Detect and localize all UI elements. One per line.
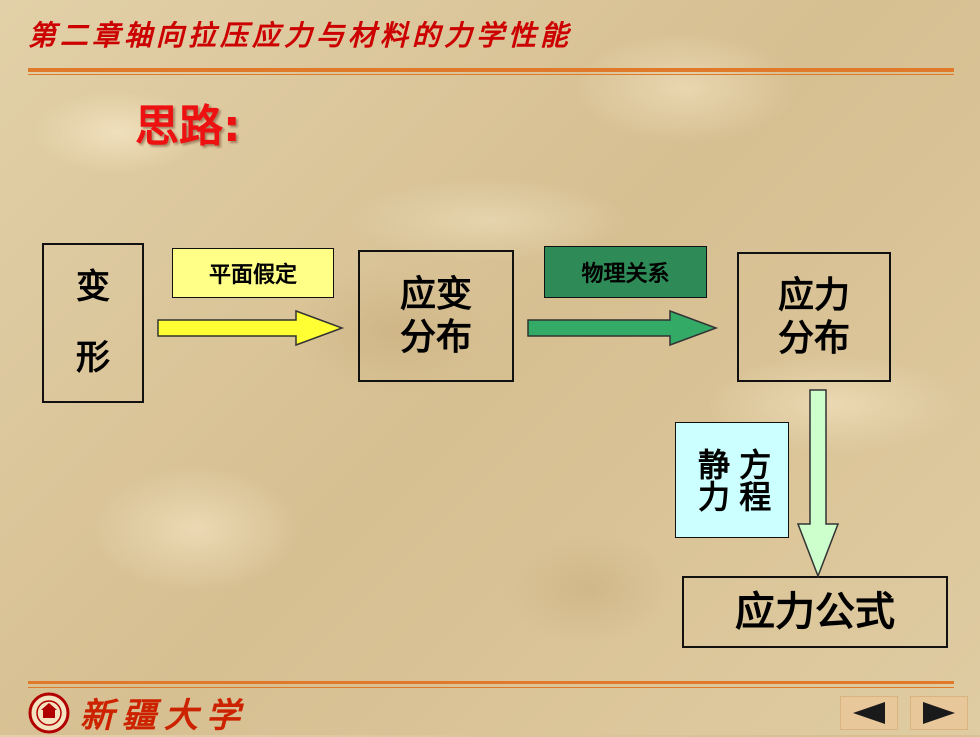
footer-logo: 新疆大学 [28, 688, 248, 737]
deformation-box: 变 形 [42, 243, 144, 403]
deformation-line1: 变 [76, 267, 110, 308]
header-rule [28, 68, 954, 72]
physical-relation-label: 物理关系 [544, 246, 707, 298]
deformation-line2: 形 [76, 338, 110, 378]
static-equation-label: 静力 方程 [675, 422, 789, 538]
arrow-plane-to-strain [157, 309, 345, 347]
university-name: 新疆大学 [80, 696, 248, 736]
triangle-left-icon [853, 702, 885, 724]
footer-rule-thin [28, 687, 954, 688]
stress-line1: 应力 [777, 274, 850, 316]
university-seal-icon [28, 692, 70, 733]
stress-distribution-box: 应力 分布 [737, 252, 891, 382]
header-rule-thin [28, 74, 954, 75]
plane-assumption-label: 平面假定 [172, 248, 334, 298]
chapter-title: 第二章轴向拉压应力与材料的力学性能 [28, 19, 573, 52]
next-slide-button[interactable] [910, 696, 968, 730]
prev-slide-button[interactable] [840, 696, 898, 730]
stress-formula-box: 应力公式 [682, 576, 948, 648]
slide-subtitle: 思路: [135, 101, 241, 152]
strain-distribution-box: 应变 分布 [358, 250, 514, 382]
arrow-stress-to-formula [796, 389, 840, 579]
triangle-right-icon [923, 702, 955, 724]
strain-line2: 分布 [399, 317, 472, 358]
strain-line1: 应变 [399, 273, 472, 315]
static-col1: 静力 [693, 448, 731, 512]
arrow-strain-to-stress [527, 309, 719, 347]
footer-rule [28, 681, 954, 684]
stress-line2: 分布 [777, 318, 850, 359]
static-col2: 方程 [734, 448, 773, 512]
